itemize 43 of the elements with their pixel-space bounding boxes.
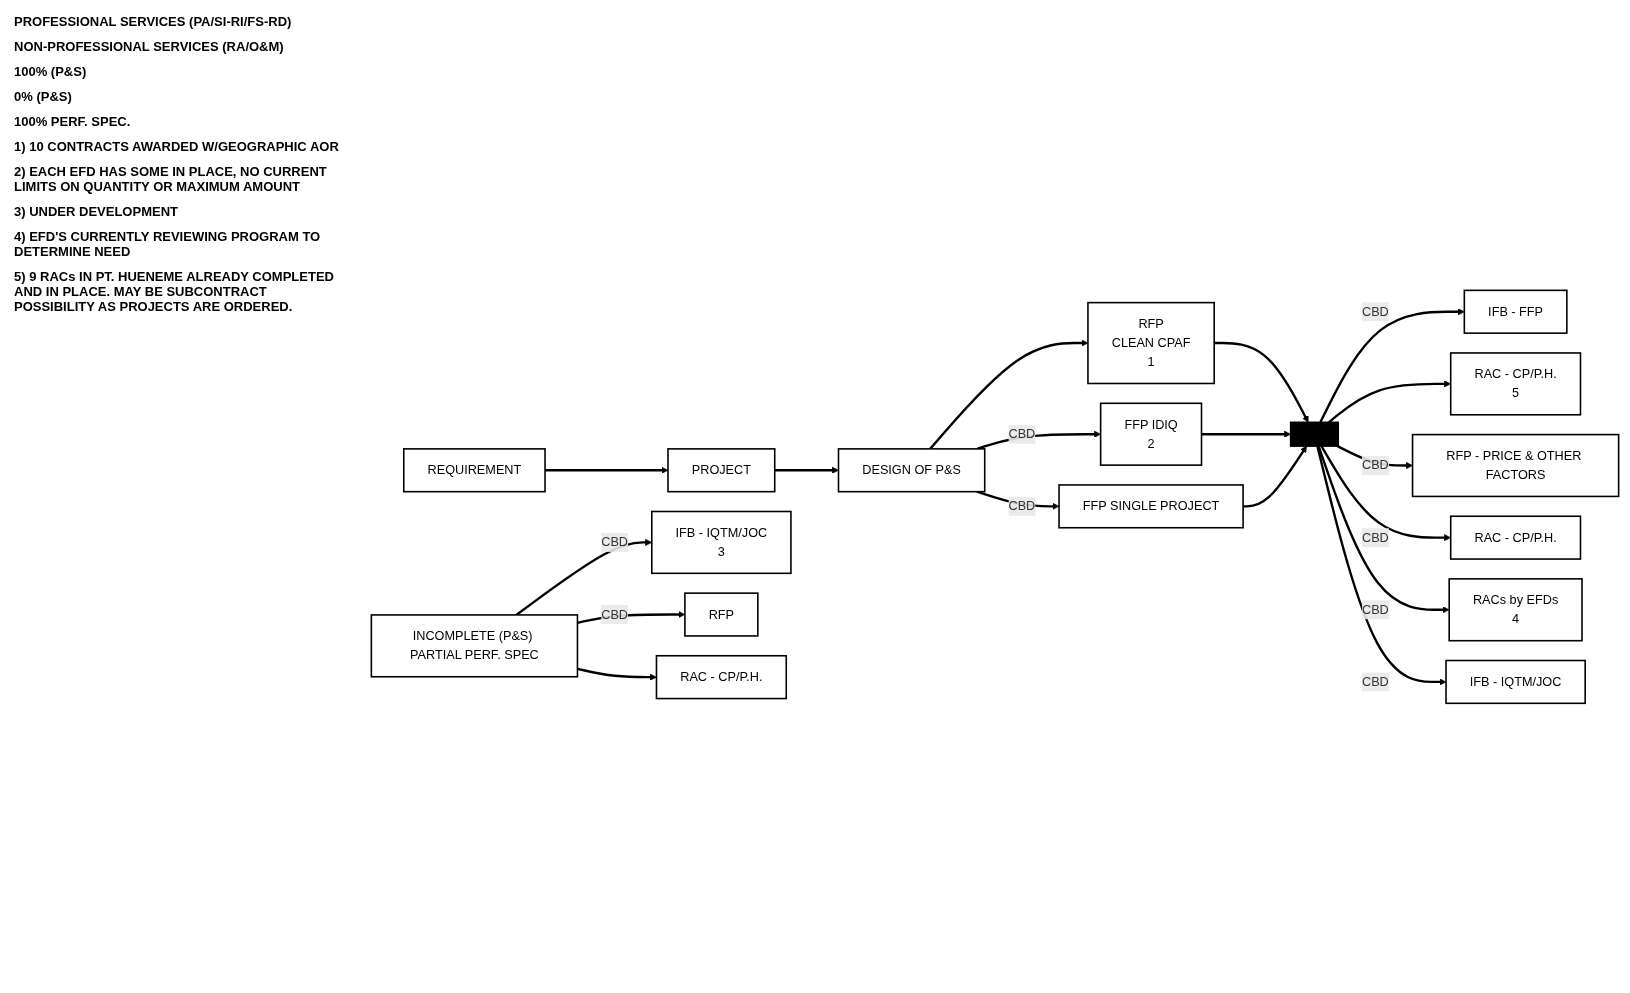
edge-label: CBD (601, 534, 629, 549)
node-box: RAC - CP/P.H. 5 (1449, 351, 1582, 416)
node-box: FFP SINGLE PROJECT (1058, 483, 1244, 529)
footnote: 1) 10 CONTRACTS AWARDED W/GEOGRAPHIC AOR (14, 139, 340, 154)
node-box: RFP (684, 592, 759, 637)
branch-label: 0% (P&S) (14, 89, 73, 104)
footnote: 5) 9 RACs IN PT. HUENEME ALREADY COMPLETED AND IN PLACE. MAY BE SUBCONTRACT POSSIBILITY AS PROJECTS ARE ORDERED. (14, 269, 335, 314)
column-heading: PROFESSIONAL SERVICES (PA/SI-RI/FS-RD) (14, 14, 293, 29)
branch-label: 100% PERF. SPEC. (14, 114, 132, 129)
edge-label: CBD (1361, 602, 1389, 616)
arrow (774, 466, 839, 474)
node-box: RAC - CP/P.H. (655, 654, 788, 700)
node-box: INCOMPLETE (P&S) PARTIAL PERF. SPEC (370, 613, 579, 678)
node-box: RFP - PRICE & OTHER FACTORS (1411, 433, 1620, 497)
node-bar (1289, 421, 1339, 447)
edge-label: CBD (601, 607, 629, 621)
node-box: RACs by EFDs 4 (1448, 577, 1583, 642)
node-box: PROJECT (667, 447, 776, 493)
node-box: REQUIREMENT (402, 447, 546, 493)
branch-label: 100% (P&S) (14, 64, 88, 79)
node-box: FFP IDIQ 2 (1099, 402, 1203, 466)
node-box: DESIGN OF P&S (837, 447, 986, 493)
edge-label: CBD (1361, 530, 1389, 544)
edge-label: CBD (1008, 426, 1036, 441)
footnote: 4) EFD'S CURRENTLY REVIEWING PROGRAM TO DETERMINE NEED (14, 229, 322, 259)
arrow (1214, 341, 1309, 423)
node-box: IFB - FFP (1463, 289, 1568, 334)
arrow (1201, 430, 1291, 438)
edge-label: CBD (1361, 458, 1389, 472)
node-box: RFP CLEAN CPAF 1 (1087, 301, 1215, 384)
edge-label: CBD (1361, 304, 1389, 318)
node-box: IFB - IQTM/JOC 3 (651, 510, 792, 574)
edge-label: CBD (1008, 498, 1036, 513)
arrow (1243, 445, 1307, 508)
footnote: 3) UNDER DEVELOPMENT (14, 204, 179, 219)
footnote: 2) EACH EFD HAS SOME IN PLACE, NO CURRENT LIMITS ON QUANTITY OR MAXIMUM AMOUNT (14, 164, 328, 194)
node-box: RAC - CP/P.H. (1449, 515, 1582, 560)
arrow (1319, 307, 1465, 423)
column-heading: NON-PROFESSIONAL SERVICES (RA/O&M) (14, 39, 285, 54)
edge-label: CBD (1361, 674, 1389, 688)
arrow (1328, 380, 1451, 423)
arrow (577, 667, 657, 681)
node-box: IFB - IQTM/JOC (1445, 659, 1586, 704)
